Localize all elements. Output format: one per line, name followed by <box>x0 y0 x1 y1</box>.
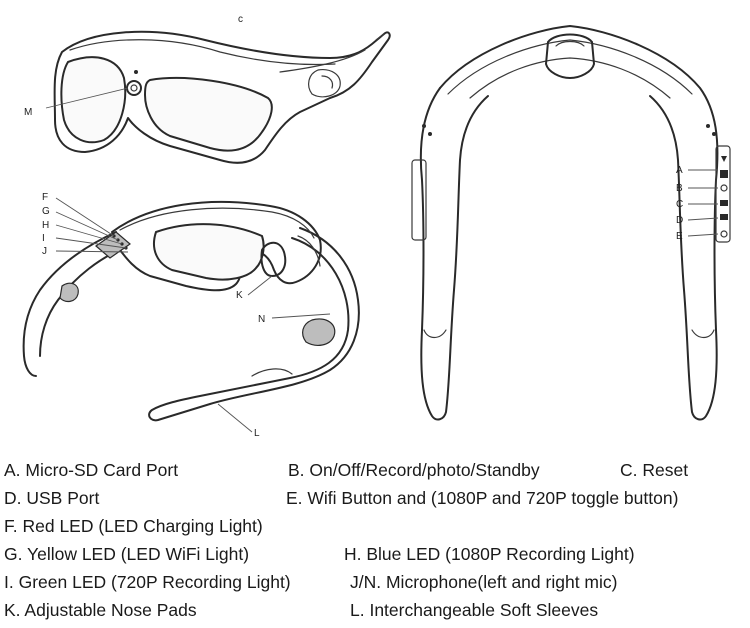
callout-j: J <box>42 246 47 257</box>
callout-i: I <box>42 233 45 244</box>
legend-k: K. Adjustable Nose Pads <box>4 600 197 620</box>
legend-i: I. Green LED (720P Recording Light) <box>4 572 291 592</box>
legend-row: F. Red LED (LED Charging Light) <box>0 512 750 540</box>
legend-d: D. USB Port <box>4 488 100 508</box>
legend-row: D. USB Port E. Wifi Button and (1080P an… <box>0 484 750 512</box>
glasses-top-view: A B C D E <box>411 25 731 421</box>
callout-e: E <box>676 231 683 242</box>
legend-g: G. Yellow LED (LED WiFi Light) <box>4 544 250 564</box>
glasses-front-view: M c <box>24 14 391 164</box>
glasses-rear-view: F G H I J K N L <box>22 192 360 439</box>
callout-d: D <box>676 215 683 226</box>
legend-a: A. Micro-SD Card Port <box>4 460 179 480</box>
callout-m: M <box>24 107 32 118</box>
legend-e: E. Wifi Button and (1080P and 720P toggl… <box>286 488 679 508</box>
glasses-diagram: M c F G H I J <box>22 14 731 439</box>
callout-h: H <box>42 220 49 231</box>
callout-c: C <box>676 199 683 210</box>
callout-g: G <box>42 206 50 217</box>
legend-row: G. Yellow LED (LED WiFi Light) H. Blue L… <box>0 540 750 568</box>
callout-k: K <box>236 290 243 301</box>
callout-l: L <box>254 428 260 439</box>
callout-a: A <box>676 165 683 176</box>
legend-f: F. Red LED (LED Charging Light) <box>4 516 263 536</box>
legend-jn: J/N. Microphone(left and right mic) <box>350 572 618 592</box>
callout-f: F <box>42 192 48 203</box>
legend-l: L. Interchangeable Soft Sleeves <box>350 600 599 620</box>
callout-b: B <box>676 183 683 194</box>
legend-h: H. Blue LED (1080P Recording Light) <box>344 544 635 564</box>
legend-row: K. Adjustable Nose Pads L. Interchangeab… <box>0 596 750 624</box>
callout-n: N <box>258 314 265 325</box>
callout-c-small: c <box>238 14 243 25</box>
legend: A. Micro-SD Card Port B. On/Off/Record/p… <box>0 456 750 628</box>
legend-c: C. Reset <box>620 460 689 480</box>
legend-row: A. Micro-SD Card Port B. On/Off/Record/p… <box>0 456 750 484</box>
legend-row: I. Green LED (720P Recording Light) J/N.… <box>0 568 750 596</box>
legend-b: B. On/Off/Record/photo/Standby <box>288 460 540 480</box>
